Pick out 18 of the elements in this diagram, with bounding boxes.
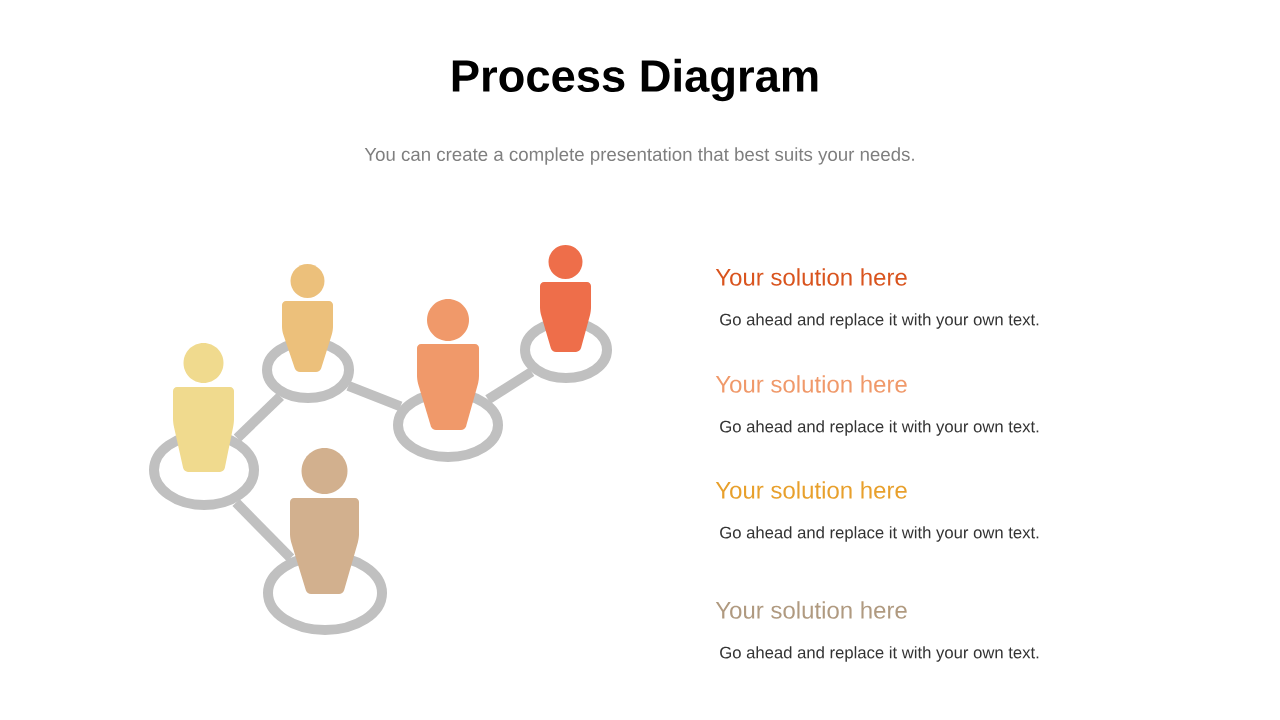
body-text: Go ahead and replace it with your own text.: [720, 420, 1039, 436]
heading-text: Your solution here: [715, 481, 907, 499]
body-text: Go ahead and replace it with your own text.: [720, 313, 1039, 329]
person-on-ring-drawing: [393, 299, 503, 462]
body-text: Go ahead and replace it with your own text.: [720, 526, 1039, 542]
connector-line: [233, 392, 284, 442]
connector-line: [232, 499, 295, 562]
person-on-ring-drawing: [263, 448, 387, 635]
heading-text: Your solution here: [715, 601, 907, 619]
heading-text: Your solution here: [715, 268, 907, 286]
person-on-ring-drawing: [520, 245, 612, 383]
subtitle-text: You can create a complete presentation that best suits your needs.: [364, 147, 914, 165]
title: Process Diagram: [452, 58, 818, 102]
body-text: Go ahead and replace it with your own text.: [720, 646, 1039, 662]
connector-line: [346, 381, 403, 411]
person-on-ring-drawing: [149, 343, 259, 510]
heading-text: Your solution here: [715, 375, 907, 393]
person-on-ring-drawing: [262, 264, 354, 403]
